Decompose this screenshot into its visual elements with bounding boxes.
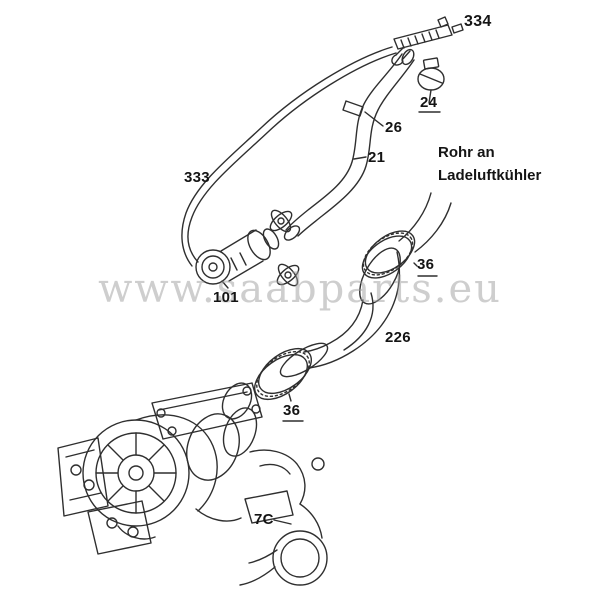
part-label-226: 226 bbox=[385, 329, 411, 346]
fitting-334-drawing bbox=[391, 16, 464, 66]
part-label-36-upper: 36 bbox=[417, 256, 435, 273]
annotation-line-1: Rohr an bbox=[438, 144, 495, 161]
pipe-21-drawing bbox=[283, 48, 415, 241]
part-label-36-lower: 36 bbox=[283, 402, 301, 419]
annotation-line-2: Ladeluftkühler bbox=[438, 166, 542, 184]
part-label-334: 334 bbox=[464, 13, 492, 30]
clamp-24-drawing bbox=[417, 57, 445, 113]
part-label-21: 21 bbox=[368, 149, 386, 166]
part-label-7c: 7C bbox=[254, 511, 274, 528]
valve-101-drawing bbox=[195, 209, 300, 289]
part-label-101: 101 bbox=[213, 289, 239, 306]
elbow-226-drawing bbox=[279, 247, 401, 378]
annotation-rohr-an-ladeluftkuehler: Rohr an Ladeluftkühler bbox=[438, 142, 541, 187]
part-label-26: 26 bbox=[385, 119, 403, 136]
hose-333-drawing bbox=[181, 46, 397, 267]
part-label-333: 333 bbox=[184, 169, 210, 186]
intercooler-pipe-drawing bbox=[398, 192, 452, 253]
part-label-24: 24 bbox=[420, 94, 438, 111]
turbocharger-drawing bbox=[57, 382, 263, 555]
clamp-36-lower-drawing bbox=[254, 347, 312, 422]
bracket-7c-drawing bbox=[239, 449, 328, 586]
